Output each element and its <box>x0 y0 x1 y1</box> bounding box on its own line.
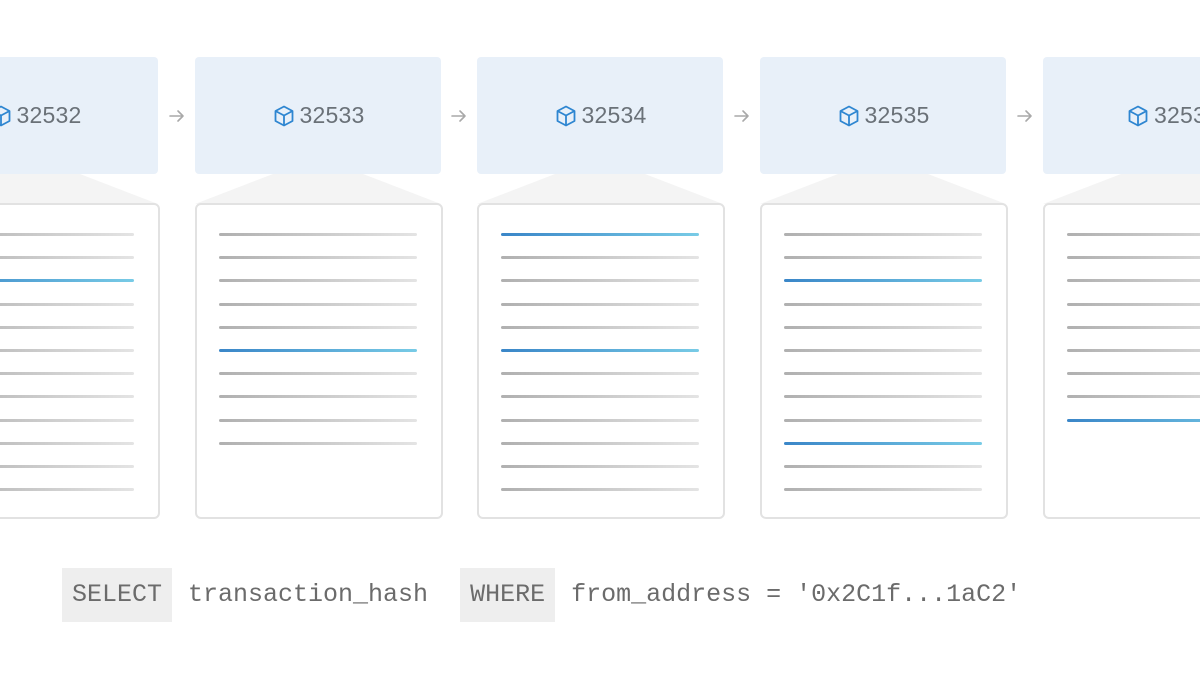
transaction-line <box>0 488 134 492</box>
transaction-line <box>0 302 134 306</box>
matched-transaction-line <box>784 279 982 283</box>
transaction-line <box>784 395 982 399</box>
transaction-line <box>0 465 134 468</box>
transactions-card <box>195 203 443 519</box>
transaction-line <box>501 279 699 283</box>
transaction-line <box>0 395 134 399</box>
transaction-line <box>501 418 699 422</box>
transaction-line <box>501 372 699 376</box>
transaction-line <box>219 325 417 329</box>
matched-transaction-line <box>219 349 417 352</box>
transaction-line <box>219 395 417 399</box>
cube-icon <box>274 105 293 126</box>
transaction-line <box>501 488 699 492</box>
transaction-line <box>0 233 134 236</box>
matched-transaction-line <box>501 349 699 352</box>
where-keyword: WHERE <box>460 568 556 622</box>
arrow-right-icon <box>733 110 749 122</box>
transaction-line <box>784 233 982 236</box>
arrow-right-icon <box>168 110 184 122</box>
transactions-card <box>760 203 1008 519</box>
arrow-right-icon <box>451 110 466 122</box>
transaction-line <box>0 441 134 445</box>
matched-transaction-line <box>501 233 699 236</box>
transaction-line <box>501 325 699 329</box>
transaction-line <box>784 256 982 260</box>
cube-icon <box>1128 105 1148 126</box>
transaction-line <box>1067 395 1200 399</box>
where-clause: from_address = '0x2C1f...1aC2' <box>571 580 1022 609</box>
transaction-line <box>0 325 134 329</box>
block-funnel <box>477 174 723 204</box>
select-field: transaction_hash <box>188 580 429 609</box>
transaction-line <box>784 302 982 306</box>
matched-transaction-line <box>1067 418 1200 422</box>
transaction-line <box>1067 233 1200 236</box>
transaction-line <box>501 441 699 445</box>
block-funnel <box>195 174 441 204</box>
transaction-line <box>1067 302 1200 306</box>
transaction-line <box>0 372 134 376</box>
transaction-line <box>219 256 417 260</box>
transaction-line <box>784 488 982 492</box>
transaction-line <box>0 256 134 260</box>
block-funnel <box>760 174 1006 204</box>
block-header: 32533 <box>195 57 441 174</box>
transaction-line <box>501 395 699 399</box>
block-header: 32534 <box>477 57 723 174</box>
select-keyword: SELECT <box>62 568 173 622</box>
transactions-card <box>477 203 725 519</box>
transaction-line <box>0 418 134 422</box>
matched-transaction-line <box>784 441 982 445</box>
block-number: 32533 <box>299 102 365 128</box>
transaction-line <box>219 233 417 236</box>
transaction-line <box>1067 256 1200 260</box>
block-number: 32532 <box>16 102 82 128</box>
transaction-line <box>219 372 417 376</box>
transaction-line <box>784 418 982 422</box>
cube-icon <box>839 105 858 126</box>
transaction-line <box>219 279 417 283</box>
transaction-line <box>1067 349 1200 352</box>
transaction-line <box>501 256 699 260</box>
transaction-line <box>1067 325 1200 329</box>
transaction-line <box>1067 279 1200 283</box>
transaction-line <box>501 465 699 468</box>
transaction-line <box>219 418 417 422</box>
transaction-line <box>1067 372 1200 376</box>
transaction-line <box>784 465 982 468</box>
block-funnel <box>0 174 158 204</box>
matched-transaction-line <box>0 279 134 283</box>
cube-icon <box>556 105 575 126</box>
block-header: 32532 <box>0 57 158 174</box>
transaction-line <box>784 372 982 376</box>
transaction-line <box>0 349 134 352</box>
transaction-line <box>501 302 699 306</box>
block-number: 32534 <box>581 102 647 128</box>
cube-icon <box>0 105 10 126</box>
transactions-card <box>0 203 160 519</box>
block-number: 3253 <box>1154 102 1200 128</box>
block-header: 32535 <box>760 57 1006 174</box>
transaction-line <box>784 325 982 329</box>
sql-query: SELECT transaction_hash WHERE from_address … <box>62 568 1037 622</box>
block-header: 3253 <box>1043 57 1200 174</box>
transaction-line <box>784 349 982 352</box>
block-funnel <box>1043 174 1200 204</box>
transaction-line <box>219 302 417 306</box>
transaction-line <box>219 441 417 445</box>
transactions-card <box>1043 203 1200 519</box>
block-number: 32535 <box>864 102 930 128</box>
arrow-right-icon <box>1016 110 1032 122</box>
